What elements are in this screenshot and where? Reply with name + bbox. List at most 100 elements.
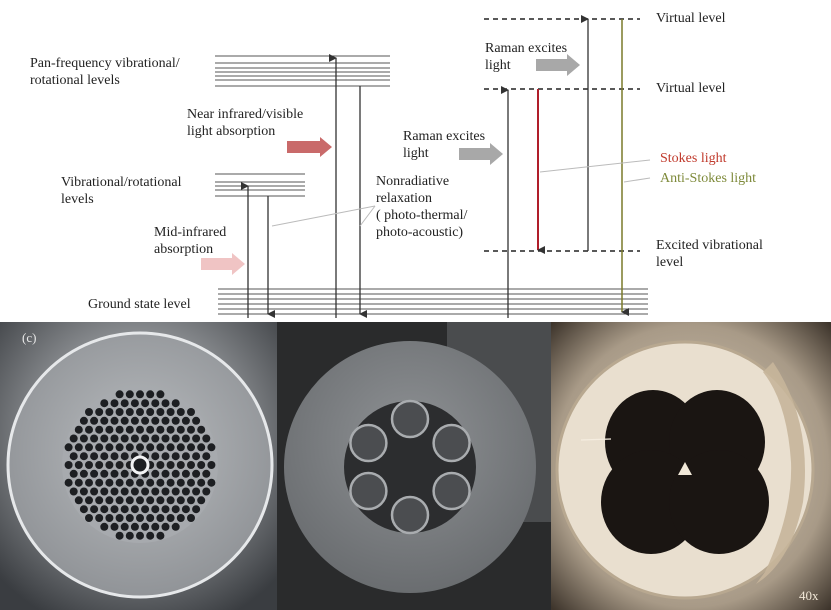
- panel-tag-c: (c): [22, 330, 37, 345]
- air-hole: [202, 434, 211, 443]
- air-hole: [151, 505, 160, 514]
- air-hole: [115, 408, 124, 416]
- air-hole: [125, 408, 134, 416]
- air-hole: [202, 452, 211, 461]
- air-hole: [151, 399, 160, 408]
- air-hole: [136, 478, 144, 487]
- air-hole: [120, 452, 129, 461]
- air-hole: [85, 443, 93, 452]
- air-hole: [85, 514, 93, 522]
- air-hole: [110, 505, 119, 514]
- capillary-tube: [432, 423, 471, 463]
- air-hole: [69, 434, 78, 443]
- air-hole: [115, 390, 124, 399]
- air-hole: [197, 425, 206, 434]
- fiber-micrographs: (c): [0, 322, 831, 610]
- air-hole: [120, 469, 129, 478]
- air-hole: [105, 443, 114, 452]
- air-hole: [115, 425, 124, 434]
- air-hole: [100, 399, 109, 408]
- air-hole: [130, 399, 139, 408]
- air-hole: [85, 496, 93, 505]
- air-hole: [171, 399, 180, 408]
- air-hole: [146, 443, 155, 452]
- micrograph-hollow-core: [277, 322, 551, 610]
- air-hole: [156, 514, 165, 522]
- air-hole: [64, 443, 73, 452]
- air-hole: [187, 461, 195, 469]
- air-hole: [115, 531, 124, 540]
- air-hole: [100, 505, 109, 514]
- magnification-tag: 40x: [799, 588, 819, 603]
- air-hole: [176, 514, 185, 522]
- air-hole: [207, 478, 216, 487]
- air-hole: [156, 531, 165, 540]
- air-hole: [192, 487, 201, 496]
- air-hole: [125, 531, 134, 540]
- air-hole: [156, 496, 165, 505]
- air-hole: [161, 452, 170, 461]
- air-hole: [79, 469, 88, 478]
- air-hole: [197, 461, 206, 469]
- air-hole: [100, 452, 109, 461]
- air-hole: [176, 425, 185, 434]
- air-hole: [95, 496, 104, 505]
- raman-arrow-mid-icon: [459, 143, 503, 165]
- air-hole: [151, 487, 160, 496]
- air-hole: [130, 434, 139, 443]
- ground-state-lines: [218, 288, 648, 315]
- stokes-light-label: Stokes light: [660, 151, 727, 166]
- air-hole: [187, 496, 195, 505]
- air-hole: [181, 452, 190, 461]
- air-hole: [171, 522, 180, 531]
- air-hole: [161, 469, 170, 478]
- air-hole: [64, 478, 73, 487]
- air-hole: [95, 478, 104, 487]
- air-hole: [171, 452, 180, 461]
- air-hole: [141, 416, 150, 425]
- energy-level-diagram: [201, 15, 651, 318]
- air-hole: [161, 434, 170, 443]
- air-hole: [120, 505, 129, 514]
- near-ir-arrow-icon: [287, 137, 332, 157]
- air-hole: [100, 416, 109, 425]
- air-hole: [141, 434, 150, 443]
- vibrational-levels-label: Vibrational/rotational levels: [61, 175, 182, 207]
- capillary-tube: [390, 399, 430, 439]
- ground-state-label: Ground state level: [88, 297, 191, 312]
- air-hole: [176, 461, 185, 469]
- capillary-tube: [349, 471, 388, 511]
- air-hole: [166, 443, 175, 452]
- air-hole: [151, 452, 160, 461]
- air-hole: [141, 487, 150, 496]
- mid-ir-arrow-icon: [201, 253, 245, 275]
- excited-vibrational-label: Excited vibrational level: [656, 238, 763, 270]
- air-hole: [181, 505, 190, 514]
- air-hole: [171, 434, 180, 443]
- air-hole: [166, 514, 175, 522]
- air-hole: [171, 469, 180, 478]
- air-hole: [176, 443, 185, 452]
- air-hole: [125, 514, 134, 522]
- capillary-tube: [349, 423, 388, 463]
- air-hole: [192, 452, 201, 461]
- air-hole: [207, 461, 216, 469]
- air-hole: [110, 399, 119, 408]
- air-hole: [105, 478, 114, 487]
- air-hole: [141, 522, 150, 531]
- air-hole: [95, 514, 104, 522]
- air-hole: [90, 487, 99, 496]
- air-hole: [146, 531, 155, 540]
- air-hole: [130, 487, 139, 496]
- air-hole: [146, 425, 155, 434]
- hollow-core: [130, 455, 150, 475]
- air-hole: [141, 399, 150, 408]
- air-hole: [156, 408, 165, 416]
- air-hole: [115, 514, 124, 522]
- air-hole: [187, 443, 195, 452]
- air-hole: [181, 487, 190, 496]
- air-hole: [181, 434, 190, 443]
- air-hole: [95, 425, 104, 434]
- air-hole: [161, 399, 170, 408]
- air-hole: [192, 469, 201, 478]
